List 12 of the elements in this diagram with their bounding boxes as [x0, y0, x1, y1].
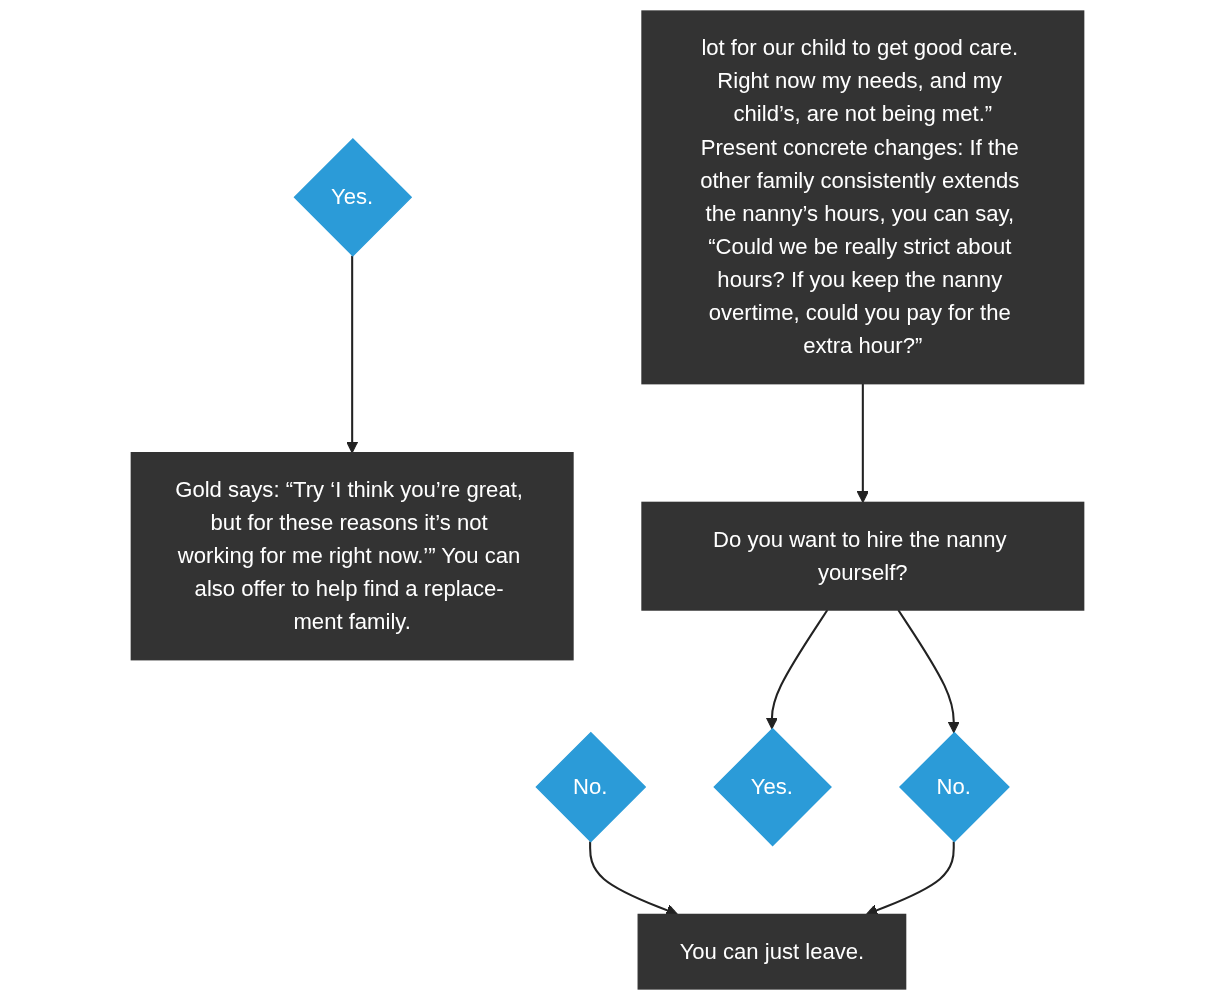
node-diamond: Yes. [713, 727, 832, 847]
node-box: Do you want to hire the nanny yourself? [641, 501, 1085, 611]
node-diamond: Yes. [293, 138, 413, 257]
node-box: lot for our child to get good care. Right now my needs, and my child’s, are not being met.” Present concrete changes: If the other family consistently extends the nanny’s hours, you can say, “Could we be really strict about hours? If you keep the nanny overtime, could you pay for the extra hour?” [641, 10, 1085, 385]
node-box: Gold says: “Try ‘I think you’re great, but for these reasons it’s not working for me right now.’” You can also offer to help find a replace- ment family. [130, 452, 574, 661]
arrow [897, 609, 960, 734]
arrow [346, 255, 359, 454]
node-box: You can just leave. [637, 913, 907, 990]
node-diamond: No. [899, 731, 1010, 843]
node-diamond: No. [535, 731, 647, 843]
arrow [856, 383, 869, 503]
arrow [765, 609, 829, 730]
